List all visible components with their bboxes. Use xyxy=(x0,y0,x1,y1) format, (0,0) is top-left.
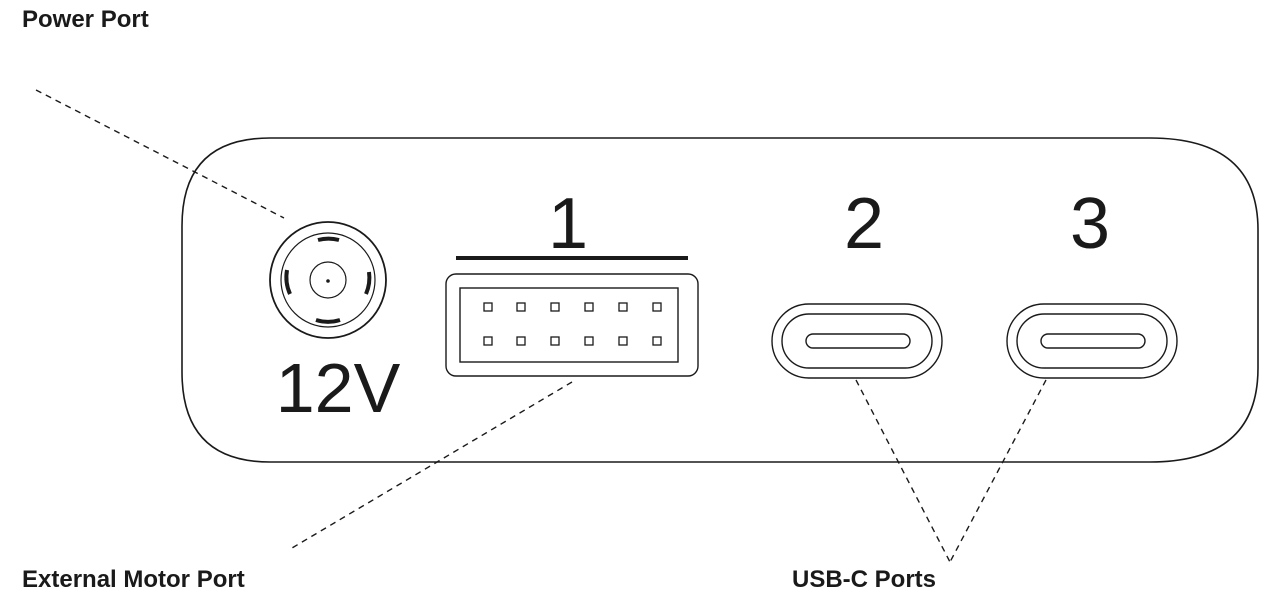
power-port-label: Power Port xyxy=(22,6,149,33)
leader-lines xyxy=(35,89,1047,563)
dc-barrel-jack-icon xyxy=(269,221,387,339)
12-pin-header-icon xyxy=(445,273,699,377)
device-housing xyxy=(181,137,1259,463)
usb-c-ports-label: USB-C Ports xyxy=(792,566,937,593)
power-port-leader xyxy=(35,89,285,219)
header-pins xyxy=(483,302,662,346)
usb-c-receptacle-icon xyxy=(1006,303,1178,379)
external-motor-port-label: External Motor Port xyxy=(22,566,245,593)
usb-port-3-leader xyxy=(949,379,1047,563)
usb-c-receptacle-icon xyxy=(771,303,943,379)
usb-port-2-leader xyxy=(855,379,951,563)
motor-port-number: 1 xyxy=(548,184,588,264)
power-voltage-label: 12V xyxy=(276,349,401,427)
usb-port-2-number: 2 xyxy=(844,184,884,264)
usb-port-3-number: 3 xyxy=(1070,184,1110,264)
